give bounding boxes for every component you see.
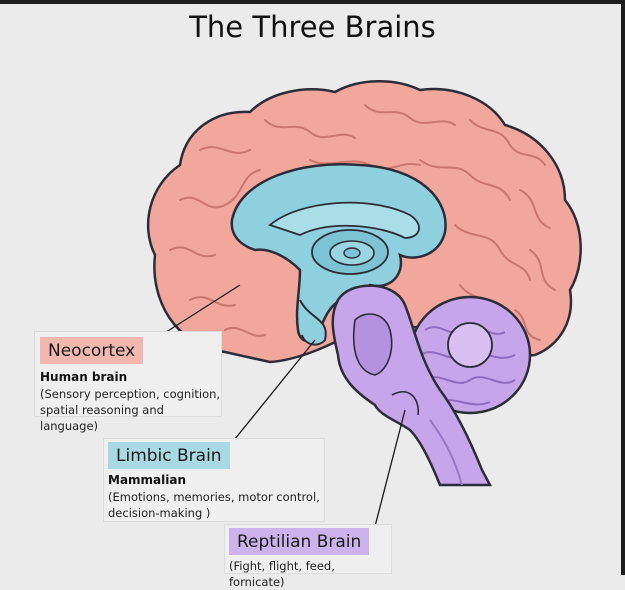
neocortex-label-card: Neocortex Human brain (Sensory perceptio… — [34, 331, 222, 433]
window-frame-right — [621, 0, 625, 575]
limbic-leader — [221, 339, 316, 456]
reptilian-label-card: Reptilian Brain (Fight, flight, feed, fo… — [224, 524, 392, 589]
diagram-title: The Three Brains — [189, 10, 436, 44]
reptilian-tag: Reptilian Brain — [229, 528, 370, 555]
limbic-desc-line2: decision-making ) — [108, 506, 211, 520]
limbic-label-card: Limbic Brain Mammalian (Emotions, memori… — [103, 438, 325, 522]
spinal-line — [429, 419, 463, 486]
reptilian-leader — [371, 409, 406, 539]
medulla-line — [391, 391, 419, 416]
thalamus-core — [343, 247, 361, 259]
neocortex-subtitle: Human brain — [40, 370, 128, 384]
limbic-tag: Limbic Brain — [108, 442, 230, 469]
limbic-subtitle: Mammalian — [108, 473, 187, 487]
pons — [352, 313, 393, 376]
neocortex-desc-line2: spatial reasoning and language) — [40, 403, 164, 433]
reptilian-desc-line1: (Fight, flight, feed, fornicate) — [229, 559, 335, 589]
neocortex-tag: Neocortex — [40, 337, 144, 364]
brain-illustration — [137, 80, 582, 539]
corpus-callosum — [268, 201, 420, 239]
neocortex-desc-line1: (Sensory perception, cognition, — [40, 387, 221, 401]
cerebellum-arbor — [447, 322, 493, 368]
hypothalamus — [299, 299, 327, 346]
window-frame-top — [0, 0, 625, 4]
limbic-desc-line1: (Emotions, memories, motor control, — [108, 490, 320, 504]
